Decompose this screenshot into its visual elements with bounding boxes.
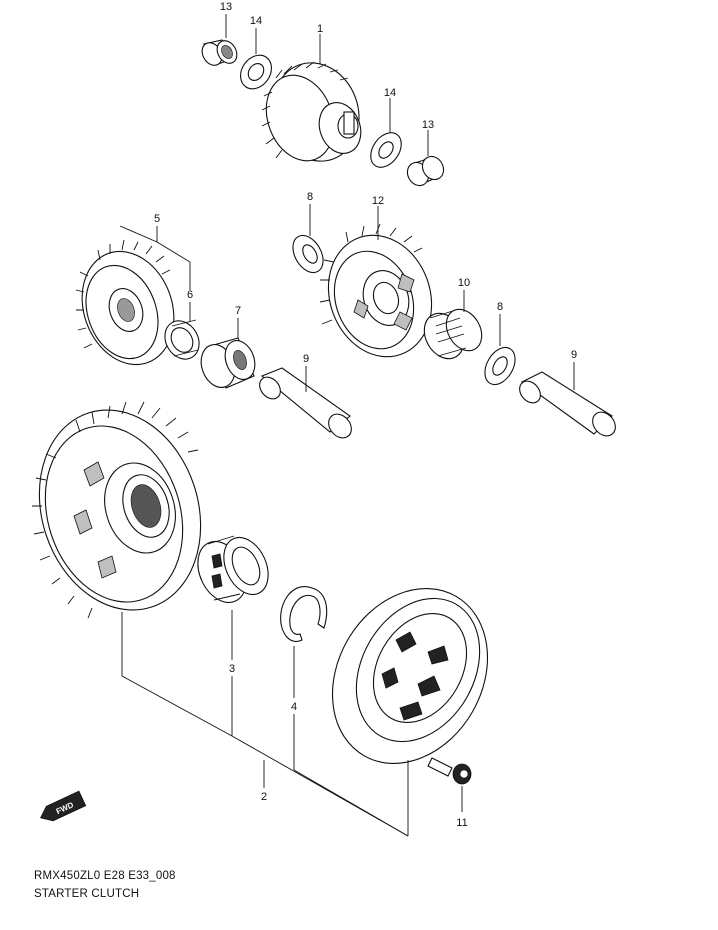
part-6-needle-bearing <box>164 319 200 360</box>
callout-9-right: 9 <box>571 349 577 361</box>
part-13-bushing-right <box>406 155 445 187</box>
part-8-washer-upper <box>292 234 324 274</box>
callout-14-right: 14 <box>384 87 396 99</box>
part-1-idle-gear-assembly <box>261 61 362 162</box>
part-14-washer-right <box>370 132 402 168</box>
callout-3: 3 <box>229 663 235 675</box>
large-driven-gear <box>32 401 202 619</box>
callout-12: 12 <box>372 195 384 207</box>
part-12-gear <box>319 223 433 358</box>
callout-8-upper: 8 <box>307 191 313 203</box>
diagram-code: RMX450ZL0 E28 E33_008 <box>34 870 176 882</box>
part-2-clutch-housing <box>331 588 489 764</box>
part-4-circlip <box>280 586 328 643</box>
diagram-title: STARTER CLUTCH <box>34 888 140 900</box>
callout-1: 1 <box>317 23 323 35</box>
part-7-spacer <box>200 337 256 389</box>
callout-6: 6 <box>187 289 193 301</box>
part-11-bolt <box>427 757 472 785</box>
part-3-bearing <box>197 535 269 604</box>
callout-8-lower: 8 <box>497 301 503 313</box>
part-10-needle-bearing <box>423 308 483 360</box>
callout-7: 7 <box>235 305 241 317</box>
callout-13-upper: 13 <box>220 1 232 13</box>
callout-11: 11 <box>456 817 467 829</box>
part-8-washer-lower <box>484 346 516 386</box>
callout-14-upper: 14 <box>250 15 262 27</box>
part-14-washer-upper <box>240 54 272 90</box>
fwd-direction-arrow: FWD <box>40 790 87 822</box>
part-9-shaft-left <box>259 367 352 439</box>
callout-2: 2 <box>261 791 267 803</box>
callout-9-left: 9 <box>303 353 309 365</box>
callout-5: 5 <box>154 213 160 225</box>
callout-13-right: 13 <box>422 119 434 131</box>
part-13-bushing-upper <box>201 39 238 66</box>
part-9-shaft-right <box>519 371 616 437</box>
callout-4: 4 <box>291 701 297 713</box>
part-5-gear <box>75 239 175 366</box>
callout-10: 10 <box>458 277 470 289</box>
